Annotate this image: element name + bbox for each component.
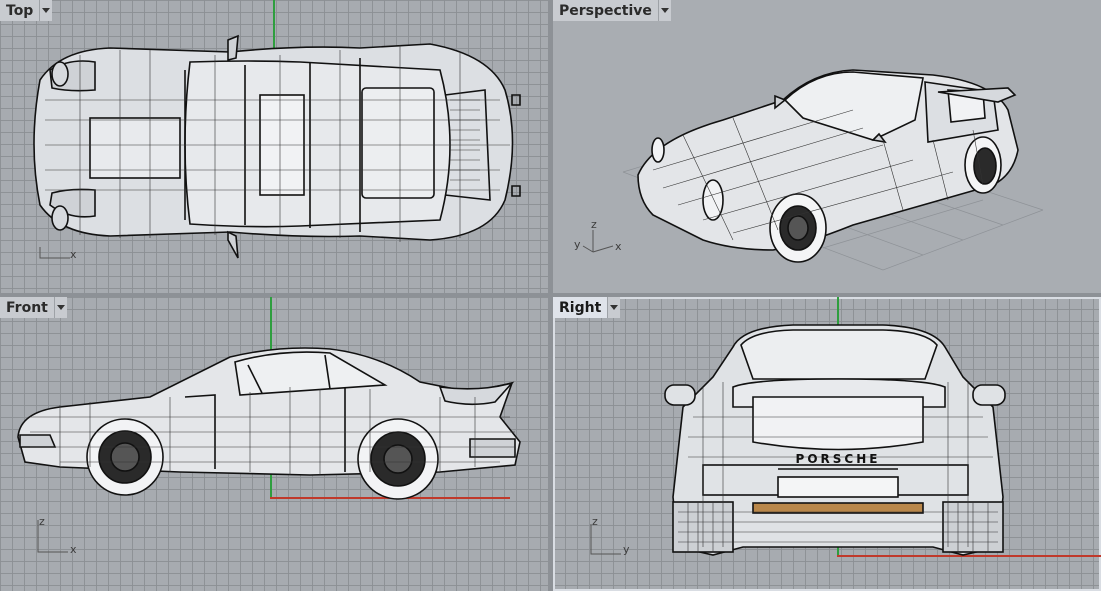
viewport-tab-perspective[interactable]: Perspective: [553, 0, 671, 21]
viewport-label: Perspective: [553, 0, 658, 21]
axis-label-z: z: [39, 515, 45, 528]
car-side-view: [17, 347, 521, 553]
viewport-label: Top: [0, 0, 40, 21]
viewport-tab-top[interactable]: Top: [0, 0, 53, 21]
axis-label-y: y: [574, 238, 581, 251]
y-axis-line: [837, 555, 1101, 557]
y-axis-line: [273, 0, 275, 50]
viewport-perspective[interactable]: Perspective z y x: [553, 0, 1101, 293]
axis-label-y: y: [623, 543, 630, 556]
viewport-label: Front: [0, 297, 54, 318]
car-rear-view: [590, 324, 1006, 556]
chevron-down-icon[interactable]: [53, 297, 67, 318]
chevron-down-icon[interactable]: [39, 0, 53, 21]
chevron-down-icon[interactable]: [607, 297, 621, 318]
viewport-tab-right[interactable]: Right: [553, 297, 621, 318]
viewport-top[interactable]: Top x: [0, 0, 548, 293]
viewport-tab-front[interactable]: Front: [0, 297, 67, 318]
axis-label-x: x: [70, 543, 77, 556]
axis-label-z: z: [591, 218, 597, 231]
axis-label-x: x: [615, 240, 622, 253]
axis-label-x: x: [70, 248, 77, 261]
car-top-view: [33, 34, 521, 259]
axis-label-z: z: [592, 515, 598, 528]
car-perspective-view: [582, 69, 1044, 271]
chevron-down-icon[interactable]: [657, 0, 671, 21]
viewport-right[interactable]: Right PORSCHE z y: [553, 297, 1101, 591]
viewport-label: Right: [553, 297, 608, 318]
rear-badge-porsche: PORSCHE: [795, 452, 881, 466]
viewport-front[interactable]: Front z x: [0, 297, 548, 591]
